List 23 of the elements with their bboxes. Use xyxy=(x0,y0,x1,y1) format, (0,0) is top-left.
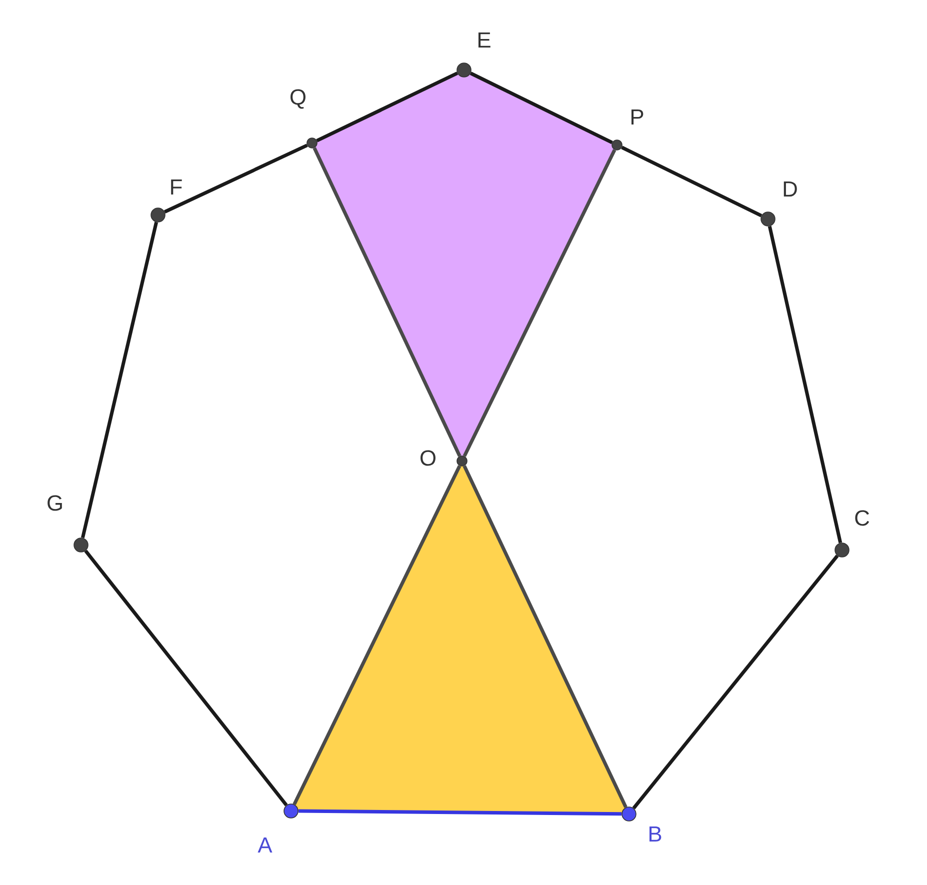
segment xyxy=(84,550,288,806)
point-label: C xyxy=(855,510,870,526)
point-label: Q xyxy=(290,89,306,109)
segment xyxy=(462,465,628,808)
segment xyxy=(316,72,458,142)
segment xyxy=(632,554,839,810)
segment xyxy=(164,144,308,214)
segment xyxy=(312,147,462,457)
point-label: F xyxy=(171,179,182,195)
segment xyxy=(292,465,462,806)
segment xyxy=(80,222,158,538)
point-label: P xyxy=(632,109,644,125)
segment xyxy=(470,72,613,144)
point-label: B xyxy=(650,826,662,842)
point-label: A xyxy=(258,837,272,853)
point-label: O xyxy=(420,450,436,466)
segment xyxy=(621,146,762,218)
segment xyxy=(462,149,616,457)
segment xyxy=(298,809,622,816)
segment xyxy=(768,226,842,544)
point-label: E xyxy=(478,32,490,48)
point-label: G xyxy=(48,495,62,511)
point-label: D xyxy=(784,181,797,197)
